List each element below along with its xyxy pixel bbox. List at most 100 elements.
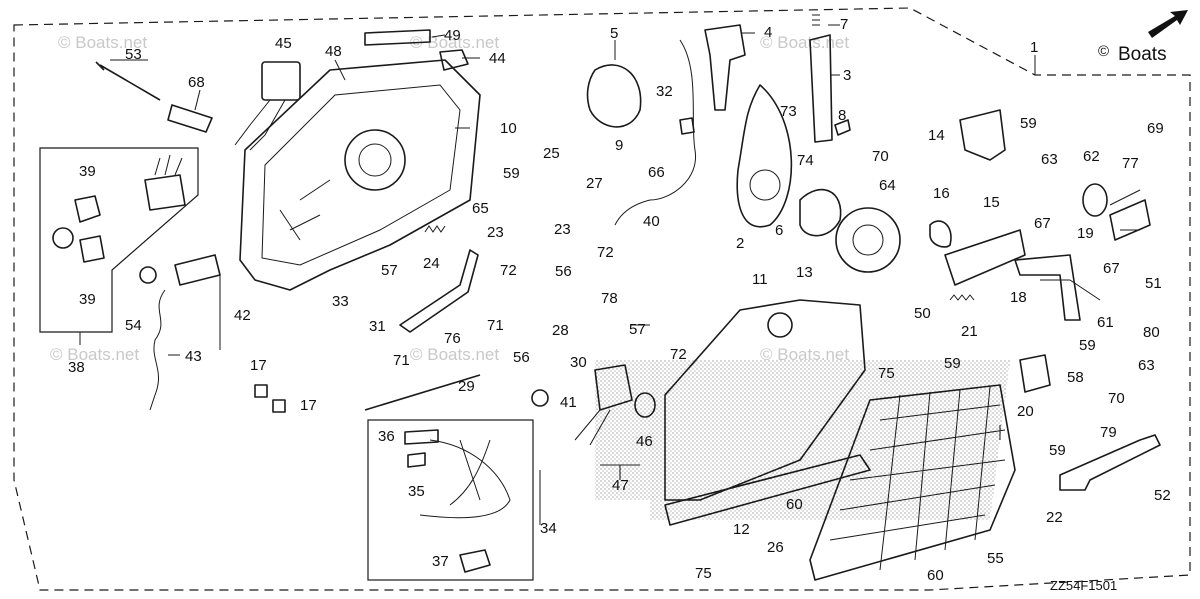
label-58: 58 xyxy=(1067,369,1084,386)
label-63b: 63 xyxy=(1138,357,1155,374)
copyright-symbol: © xyxy=(1098,43,1109,60)
watermark-5: © Boats.net xyxy=(410,345,499,364)
label-18: 18 xyxy=(1010,289,1027,306)
part-12-shape xyxy=(664,454,871,526)
label-15: 15 xyxy=(983,194,1000,211)
part-24-shape xyxy=(424,225,446,233)
part-labels: 1 2 3 4 5 6 7 8 9 10 11 12 13 14 15 16 1… xyxy=(68,16,1171,584)
label-8: 8 xyxy=(838,107,846,124)
label-75a: 75 xyxy=(878,365,895,382)
label-54: 54 xyxy=(125,317,142,334)
label-41: 41 xyxy=(560,394,577,411)
diagram-code: ZZ54F1501 xyxy=(1050,578,1117,593)
label-14: 14 xyxy=(928,127,945,144)
label-78: 78 xyxy=(601,290,618,307)
part-54-shape xyxy=(139,266,157,284)
label-30: 30 xyxy=(570,354,587,371)
label-29: 29 xyxy=(458,378,475,395)
label-59d: 59 xyxy=(1079,337,1096,354)
part-17b-shape xyxy=(272,399,286,413)
label-33: 33 xyxy=(332,293,349,310)
label-1: 1 xyxy=(1030,39,1038,56)
label-5: 5 xyxy=(610,25,618,42)
watermark-2: © Boats.net xyxy=(410,33,499,52)
label-27: 27 xyxy=(586,175,603,192)
watermark-3: © Boats.net xyxy=(760,33,849,52)
label-72a: 72 xyxy=(500,262,517,279)
label-7: 7 xyxy=(840,16,848,33)
label-17a: 17 xyxy=(250,357,267,374)
label-56a: 56 xyxy=(555,263,572,280)
label-25: 25 xyxy=(543,145,560,162)
label-51: 51 xyxy=(1145,275,1162,292)
label-57b: 57 xyxy=(629,321,646,338)
label-37: 37 xyxy=(432,553,449,570)
part-21-shape xyxy=(949,294,975,301)
part-3-shape xyxy=(809,34,833,143)
part-38-box xyxy=(39,147,199,333)
part-41-shape xyxy=(531,389,549,407)
part-36-shape xyxy=(404,429,439,445)
label-26: 26 xyxy=(767,539,784,556)
label-62: 62 xyxy=(1083,148,1100,165)
label-23a: 23 xyxy=(487,224,504,241)
label-72b: 72 xyxy=(597,244,614,261)
label-71a: 71 xyxy=(487,317,504,334)
label-66: 66 xyxy=(648,164,665,181)
part-22-shape xyxy=(1059,434,1161,491)
label-21: 21 xyxy=(961,323,978,340)
label-60b: 60 xyxy=(927,567,944,584)
label-60a: 60 xyxy=(786,496,803,513)
label-3: 3 xyxy=(843,67,851,84)
part-34-box xyxy=(367,419,534,581)
housing-cover-left xyxy=(239,59,481,291)
logo-text: Boats xyxy=(1118,44,1167,65)
label-64: 64 xyxy=(879,177,896,194)
label-52: 52 xyxy=(1154,487,1171,504)
part-43-cord xyxy=(149,289,166,411)
label-56b: 56 xyxy=(513,349,530,366)
diagram-frame xyxy=(13,7,1191,591)
label-75b: 75 xyxy=(695,565,712,582)
part-37-shape xyxy=(459,549,491,573)
boats-logo: © Boats xyxy=(1098,10,1188,65)
part-14-shape xyxy=(959,109,1006,161)
label-65: 65 xyxy=(472,200,489,217)
part-44-shape xyxy=(439,49,469,71)
label-35: 35 xyxy=(408,483,425,500)
part-49-shape xyxy=(364,29,431,46)
part-31-shape xyxy=(399,249,479,333)
label-77: 77 xyxy=(1122,155,1139,172)
part-42-shape xyxy=(174,254,221,286)
label-32: 32 xyxy=(656,83,673,100)
part-47-shape xyxy=(594,364,633,411)
label-44: 44 xyxy=(489,50,506,67)
label-12: 12 xyxy=(733,521,750,538)
label-69: 69 xyxy=(1147,120,1164,137)
logo-arrow-icon xyxy=(1148,10,1188,38)
label-79: 79 xyxy=(1100,424,1117,441)
label-59c: 59 xyxy=(944,355,961,372)
part-15-shape xyxy=(944,229,1026,286)
label-76: 76 xyxy=(444,330,461,347)
label-36: 36 xyxy=(378,428,395,445)
watermark-6: © Boats.net xyxy=(760,345,849,364)
part-45-shape xyxy=(261,61,301,101)
label-50: 50 xyxy=(914,305,931,322)
label-10: 10 xyxy=(500,120,517,137)
part-16-shape xyxy=(929,220,952,248)
label-11: 11 xyxy=(752,271,768,288)
label-19: 19 xyxy=(1077,225,1094,242)
label-39a: 39 xyxy=(79,163,96,180)
label-63a: 63 xyxy=(1041,151,1058,168)
label-72c: 72 xyxy=(670,346,687,363)
label-68: 68 xyxy=(188,74,205,91)
part-53-shape xyxy=(95,61,161,101)
label-71b: 71 xyxy=(393,352,410,369)
part-20-shape xyxy=(1019,354,1051,393)
label-34: 34 xyxy=(540,520,557,537)
part-11-shape xyxy=(664,299,866,501)
watermark-1: © Boats.net xyxy=(58,33,147,52)
label-2: 2 xyxy=(736,235,744,252)
